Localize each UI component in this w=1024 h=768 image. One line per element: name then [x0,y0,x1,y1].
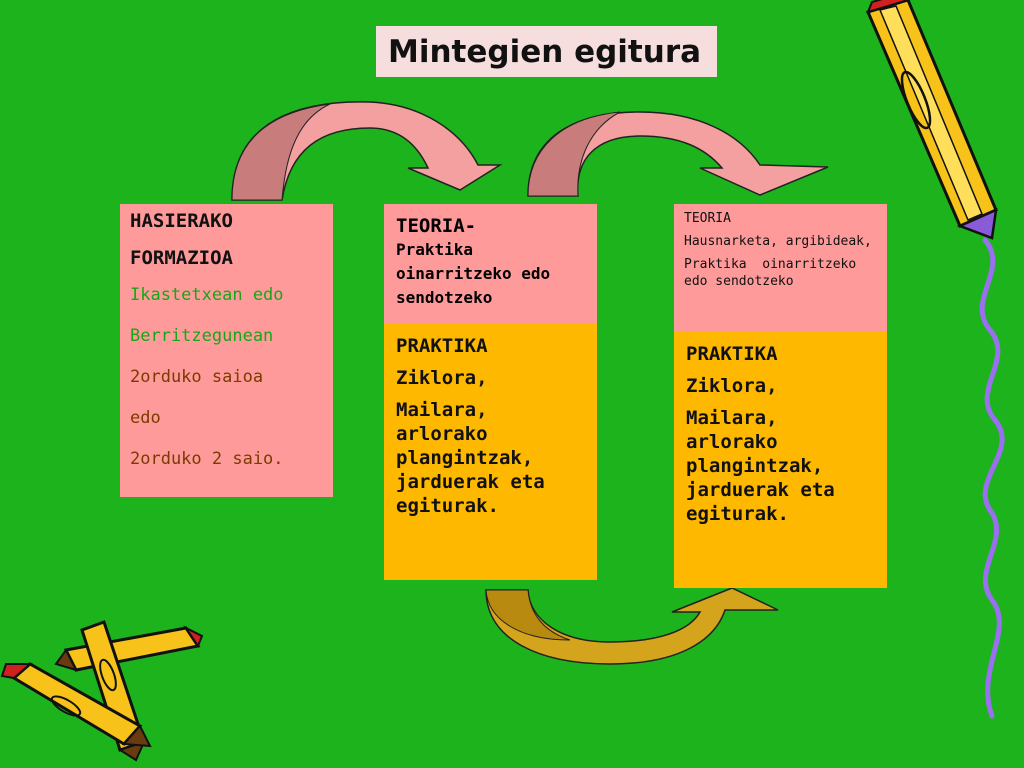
curved-arrow-2 [527,111,829,197]
hasierako-formazioa-box: HASIERAKO FORMAZIOA Ikastetxean edo Berr… [120,204,333,497]
box2-top-text: Praktika oinarritzeko edo sendotzeko [396,240,551,307]
crossed-pencils-icon [0,620,204,762]
box3-bottom-heading: PRAKTIKA [686,343,778,365]
box2-top-heading: TEORIA- [396,215,477,237]
praktika-box-2: PRAKTIKA Ziklora, Mailara, arlorako plan… [384,324,597,580]
pencil-icon [865,0,998,240]
box1-line2: Berritzegunean [130,326,274,346]
box3-bottom-line1: Ziklora, [686,375,778,397]
box2-bottom-line1: Ziklora, [396,367,488,389]
praktika-box-3: PRAKTIKA Ziklora, Mailara, arlorako plan… [674,332,887,588]
box3-bottom-line2: Mailara, arlorako plangintzak, jarduerak… [686,407,835,525]
box3-top-line1: Hausnarketa, argibideak, [684,234,872,249]
curved-arrow-1 [231,101,503,201]
box3-top-heading: TEORIA [684,211,731,226]
box1-heading1: HASIERAKO [130,210,233,232]
page-title-box: Mintegien egitura [376,26,717,77]
box3-top-line2: Praktika oinarritzeko edo sendotzeko [684,257,865,289]
box1-line1: Ikastetxean edo [130,285,284,305]
teoria-box-2: TEORIA- Praktika oinarritzeko edo sendot… [384,204,597,324]
box1-line3: 2orduko saioa [130,367,264,387]
curved-arrow-3 [485,587,779,665]
box1-heading2: FORMAZIOA [130,247,233,269]
teoria-box-3: TEORIA Hausnarketa, argibideak, Praktika… [674,204,887,332]
box2-bottom-line2: Mailara, arlorako plangintzak, jarduerak… [396,399,545,517]
box1-line5: 2orduko 2 saio. [130,449,284,469]
wavy-line [979,237,1005,719]
box2-bottom-heading: PRAKTIKA [396,335,488,357]
box1-line4: edo [130,408,161,428]
page-title: Mintegien egitura [388,33,702,70]
